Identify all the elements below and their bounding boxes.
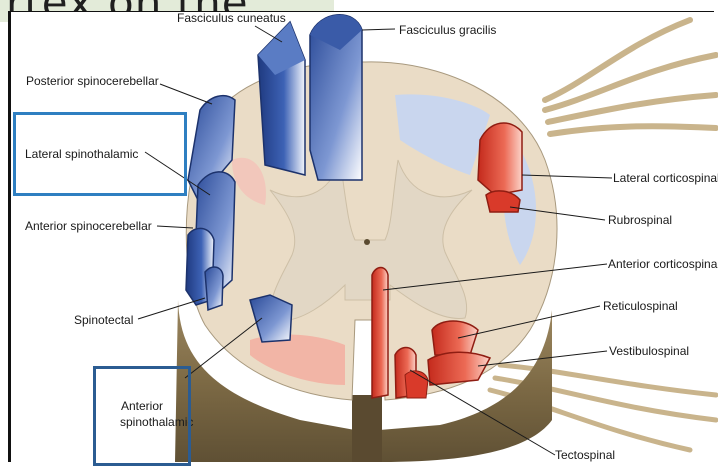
reticulospinal-tract (432, 321, 478, 355)
anterior-corticospinal-tract (372, 268, 388, 399)
highlight-box-lateral-spinothalamic (13, 112, 187, 196)
dorsal-rootlets (545, 20, 716, 134)
fasciculus-cuneatus-tract (258, 22, 305, 175)
label-anterior-corticospinal: Anterior corticospinal (608, 257, 718, 271)
fasciculus-gracilis-tract (310, 15, 362, 180)
anterior-fissure-side (352, 395, 382, 462)
label-fasciculus-gracilis: Fasciculus gracilis (399, 23, 496, 37)
label-rubrospinal: Rubrospinal (608, 213, 672, 227)
label-spinotectal: Spinotectal (74, 313, 133, 327)
central-canal (364, 239, 370, 245)
highlight-box-anterior-spinothalamic (93, 366, 191, 466)
label-anterior-spinocerebellar: Anterior spinocerebellar (25, 219, 152, 233)
lateral-corticospinal-tract (478, 123, 522, 195)
label-lateral-corticospinal: Lateral corticospinal (613, 171, 718, 185)
label-reticulospinal: Reticulospinal (603, 299, 678, 313)
label-posterior-spinocerebellar: Posterior spinocerebellar (26, 74, 159, 88)
label-tectospinal: Tectospinal (555, 448, 615, 462)
label-vestibulospinal: Vestibulospinal (609, 344, 689, 358)
spinotectal-tract (205, 267, 223, 310)
label-fasciculus-cuneatus: Fasciculus cuneatus (177, 11, 286, 25)
vestibulospinal-tract (428, 352, 490, 385)
